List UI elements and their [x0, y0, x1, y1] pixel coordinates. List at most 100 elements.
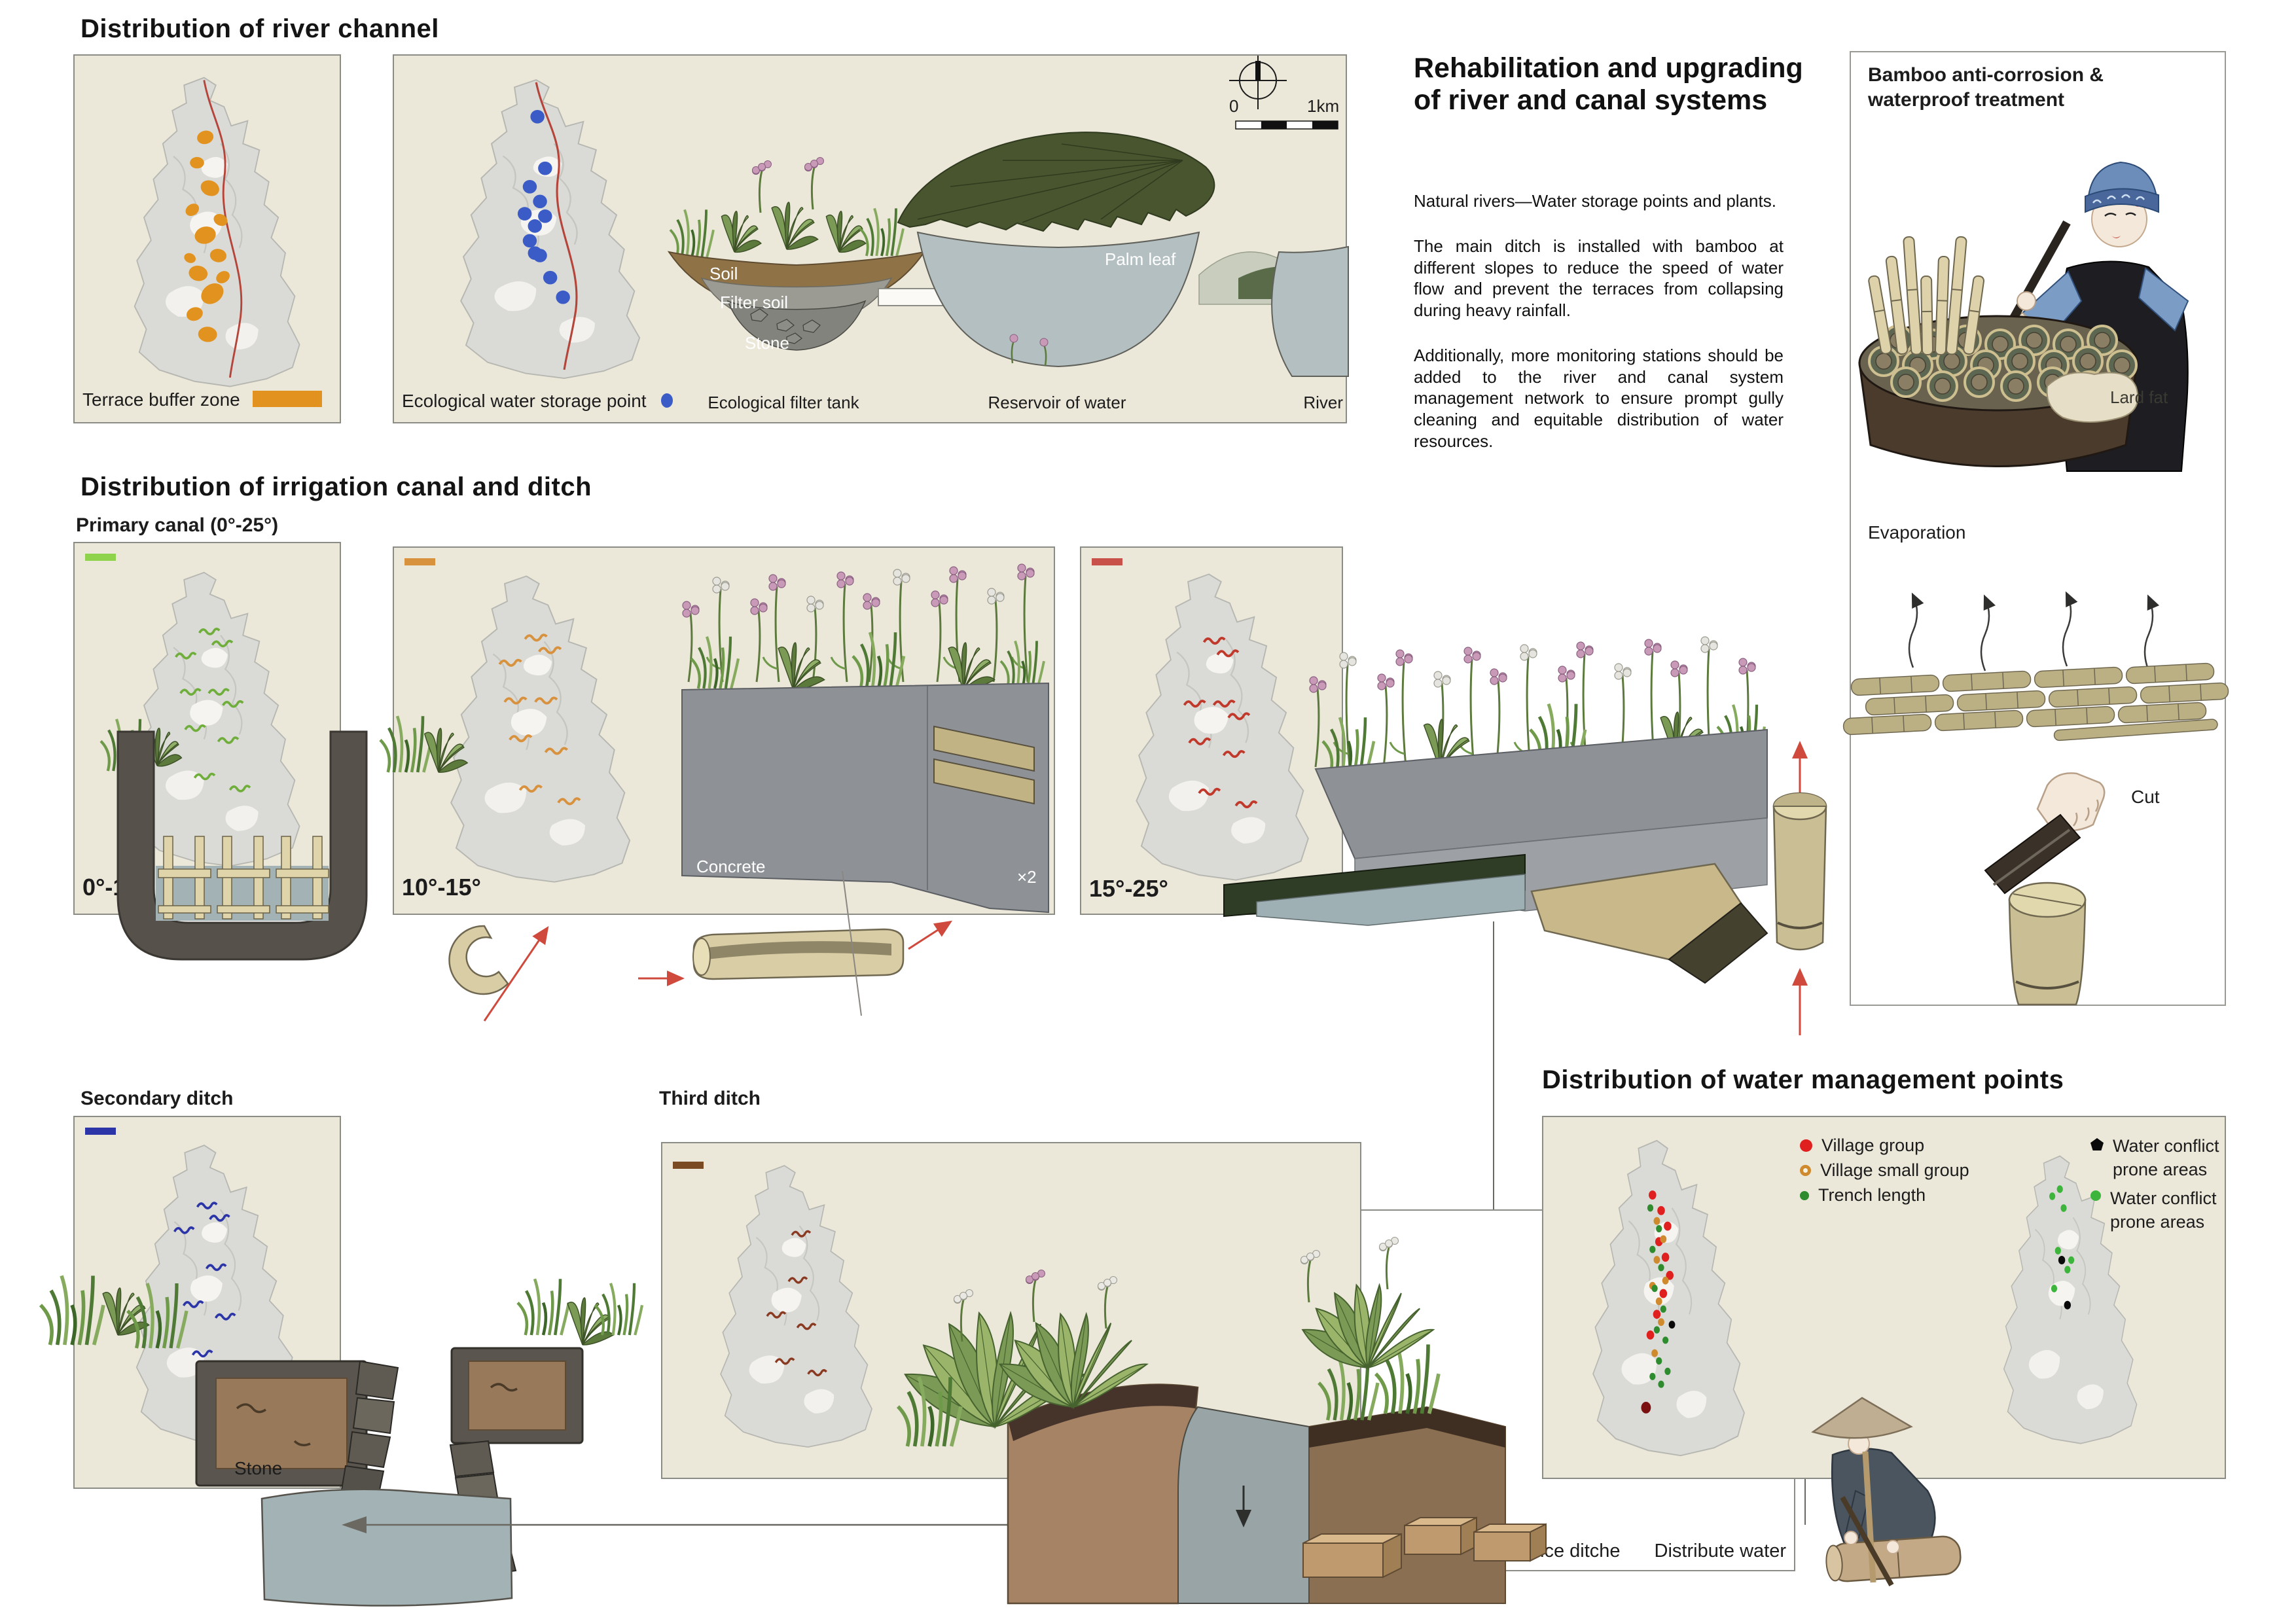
- ditch-plants: [39, 1275, 644, 1349]
- bamboo-plank-1: [933, 725, 1035, 772]
- storage-map: [414, 70, 669, 389]
- river-water: [1271, 245, 1349, 377]
- concrete-label: Concrete: [696, 857, 766, 876]
- eyes: [2104, 212, 2136, 217]
- farmer-hand-1: [1844, 1531, 1858, 1545]
- secondary-ditch-title: Secondary ditch: [81, 1088, 234, 1109]
- dark-stick: [1840, 1496, 1894, 1586]
- cut-illustration: [1851, 746, 2227, 1007]
- plants-10-15: [662, 551, 1055, 692]
- canal-panel-10-15: Concrete ×2 10°-15°: [393, 546, 1055, 915]
- headwrap-band: [2085, 188, 2159, 213]
- stone-caption: Stone: [234, 1458, 283, 1478]
- river-system-illustration: [394, 56, 1349, 425]
- map-third: [681, 1156, 897, 1457]
- conflict-black-pentagon: [2090, 1138, 2104, 1150]
- scale-km: 1km: [1307, 96, 1340, 116]
- filter-tank-plants: [669, 157, 905, 258]
- filter-tank-caption: Ecological filter tank: [708, 393, 859, 412]
- stone-texture: [750, 308, 821, 344]
- bamboo-woman-illustration: [1851, 105, 2227, 472]
- conflict-green-label: Water conflict prone areas: [2110, 1188, 2217, 1232]
- map-10-15: [404, 566, 659, 893]
- scale-bar: [1235, 120, 1338, 130]
- right-bank-topsoil: [1309, 1407, 1505, 1448]
- reservoir-caption: Reservoir of water: [988, 393, 1126, 412]
- legend-village-group: Village group: [1800, 1135, 1924, 1156]
- concrete-wall-10-15: [675, 682, 1055, 916]
- secondary-ditch-illustration: [26, 1237, 779, 1616]
- ditch-water-pool: [260, 1488, 513, 1607]
- soil-box-2: [450, 1347, 584, 1444]
- bamboo-lattice: [158, 836, 329, 919]
- lard-fat-label: Lard fat: [2110, 387, 2168, 407]
- conical-hat-icon: [1811, 1397, 1913, 1439]
- river-channel-title: Distribution of river channel: [81, 14, 439, 43]
- bamboo-tube-body: [2008, 899, 2087, 1006]
- terrace-legend-swatch: [253, 391, 322, 407]
- map-15-25: [1091, 564, 1336, 891]
- map-wm-villages: [1553, 1130, 1769, 1467]
- bamboo-log: [1825, 1535, 1962, 1582]
- village-group-dot: [1800, 1139, 1812, 1152]
- village-small-group-ring: [1800, 1165, 1811, 1176]
- third-ditch-title: Third ditch: [659, 1088, 761, 1109]
- farmer-hand-2: [1886, 1540, 1900, 1554]
- scale-zero: 0: [1229, 96, 1239, 116]
- swatch-third: [673, 1162, 704, 1169]
- canal-cross-section-0-10: [98, 719, 386, 975]
- compass-icon: [1229, 56, 1287, 109]
- legend-conflict-black: Water conflict prone areas: [2090, 1134, 2224, 1182]
- evaporation-arrows: [1908, 591, 2160, 671]
- farmer-arm: [1844, 1489, 1870, 1539]
- rehab-text-block: Rehabilitation and upgrading of river an…: [1414, 52, 1813, 452]
- swatch-0-10: [85, 554, 116, 561]
- legend-trench-length: Trench length: [1800, 1185, 1926, 1205]
- canal-walls: [117, 730, 368, 961]
- palm-leaf-veins: [917, 143, 1183, 223]
- bamboo-pipe-details: [406, 910, 995, 1041]
- palm-leaf-label: Palm leaf: [1105, 249, 1176, 269]
- bamboo-bricks: [1302, 1516, 1547, 1578]
- legend-conflict-green: Water conflict prone areas: [2090, 1186, 2221, 1234]
- river-caption: River: [1303, 393, 1343, 412]
- reservoir-water: [916, 231, 1200, 368]
- swatch-15-25: [1092, 558, 1122, 565]
- left-bank-topsoil: [1008, 1384, 1198, 1441]
- swatch-10-15: [404, 558, 435, 565]
- label-15-25: 15°-25°: [1089, 875, 1168, 902]
- bamboo-elbow-piece: [448, 925, 509, 995]
- knife-edge: [1992, 829, 2071, 886]
- bamboo-panel: Bamboo anti-corrosion & waterproof treat…: [1842, 51, 2229, 1007]
- soil-box-1: [195, 1360, 368, 1487]
- conflict-green-dot: [2090, 1190, 2101, 1201]
- rehab-paragraph-3: Additionally, more monitoring stations s…: [1414, 345, 1784, 451]
- reservoir-flowers: [1009, 334, 1049, 366]
- bamboo-half-pipe: [692, 928, 905, 980]
- rehab-paragraph-1: Natural rivers—Water storage points and …: [1414, 191, 1776, 211]
- storage-legend-label: Ecological water storage point: [402, 391, 647, 411]
- map-wm-conflict: [1969, 1147, 2159, 1454]
- lips: [2111, 236, 2121, 238]
- hand-icon: [2036, 772, 2106, 832]
- concrete-face: [681, 682, 1049, 914]
- trench-length-dot: [1800, 1190, 1809, 1200]
- right-sleeve: [2138, 267, 2189, 332]
- terrace-map: [91, 67, 327, 398]
- bamboo-title: Bamboo anti-corrosion & waterproof treat…: [1868, 64, 2104, 111]
- primary-canal-subtitle: Primary canal (0°-25°): [76, 514, 279, 536]
- bamboo-sticks: [1868, 236, 1985, 356]
- label-10-15: 10°-15°: [402, 874, 481, 901]
- map-0-10: [91, 563, 327, 877]
- canal-panel-15-25: 15°-25°: [1080, 546, 1343, 915]
- headwrap-pattern: [2092, 194, 2145, 204]
- evaporation-illustration: [1842, 537, 2229, 759]
- distribute-water-label: Distribute water: [1654, 1541, 1786, 1561]
- terrace-panel: Terrace buffer zone: [73, 54, 341, 423]
- lard-fat-blob: [2046, 372, 2139, 423]
- third-ditch-illustration: [655, 1211, 1547, 1605]
- filter-soil-label: Filter soil: [720, 293, 789, 312]
- wood-stick: [1862, 1451, 1876, 1583]
- edge-plants-b: [367, 674, 478, 785]
